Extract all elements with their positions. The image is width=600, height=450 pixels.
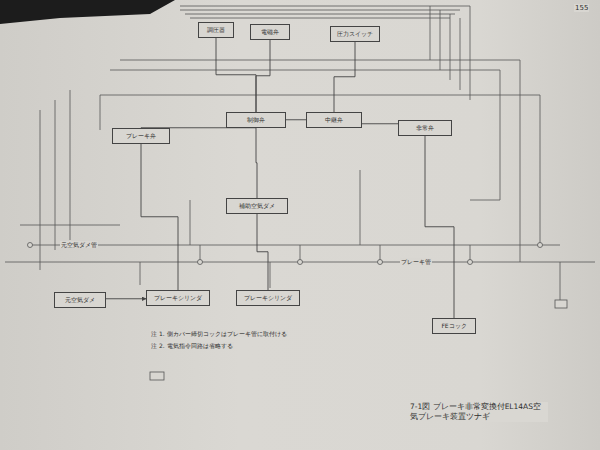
component-box: 電磁弁 [250,24,290,40]
component-name: FEコック [436,322,472,330]
pipe-connector [141,144,178,291]
component-name: 非常弁 [402,124,448,132]
component-name: 補助空気ダメ [230,202,284,210]
component-box: 非常弁 [398,120,452,136]
note-label: 注 2. 電気指令回路は省略する [150,342,234,349]
valve-symbols [28,243,568,381]
component-box: 元空気ダメ [54,292,106,308]
component-name: 調圧器 [202,26,230,34]
wire-bundle [5,6,595,300]
pipe-connector [256,40,270,113]
pipe-connector [257,214,268,291]
component-name: ブレーキシリンダ [240,294,296,302]
pipe-connector [256,128,257,199]
component-box: 中継弁 [306,112,362,128]
component-box: 補助空気ダメ [226,198,288,214]
pipe-connector [425,136,454,319]
binder-edge [0,0,175,24]
component-name: 電磁弁 [254,28,286,36]
component-box: 圧力スイッチ [330,26,380,42]
component-box: 調圧器 [198,22,234,38]
component-box: ブレーキシリンダ [146,290,210,306]
note-label: 注 1. 側カバー締切コックはブレーキ管に取付ける [150,330,288,337]
page-number: 155 [574,4,589,12]
component-box: ブレーキシリンダ [236,290,300,306]
pipe-connector [286,119,306,120]
component-box: FEコック [432,318,476,334]
pipe-connector [216,38,256,113]
component-name: 中継弁 [310,116,358,124]
component-name: 制御弁 [230,116,282,124]
pipe-connector [106,298,146,299]
component-name: 元空気ダメ [58,296,102,304]
component-name: ブレーキ弁 [116,132,166,140]
pipe-connector [334,42,355,113]
note-label: ブレーキ管 [400,258,432,265]
component-box: ブレーキ弁 [112,128,170,144]
component-name: ブレーキシリンダ [150,294,206,302]
pipe-connector [362,123,398,124]
component-name: 圧力スイッチ [334,30,376,38]
note-label: 元空気ダメ管 [60,241,98,248]
component-box: 制御弁 [226,112,286,128]
figure-caption: 7-1図 ブレーキ非常変換付EL14AS空気ブレーキ装置ツナギ [410,402,548,422]
